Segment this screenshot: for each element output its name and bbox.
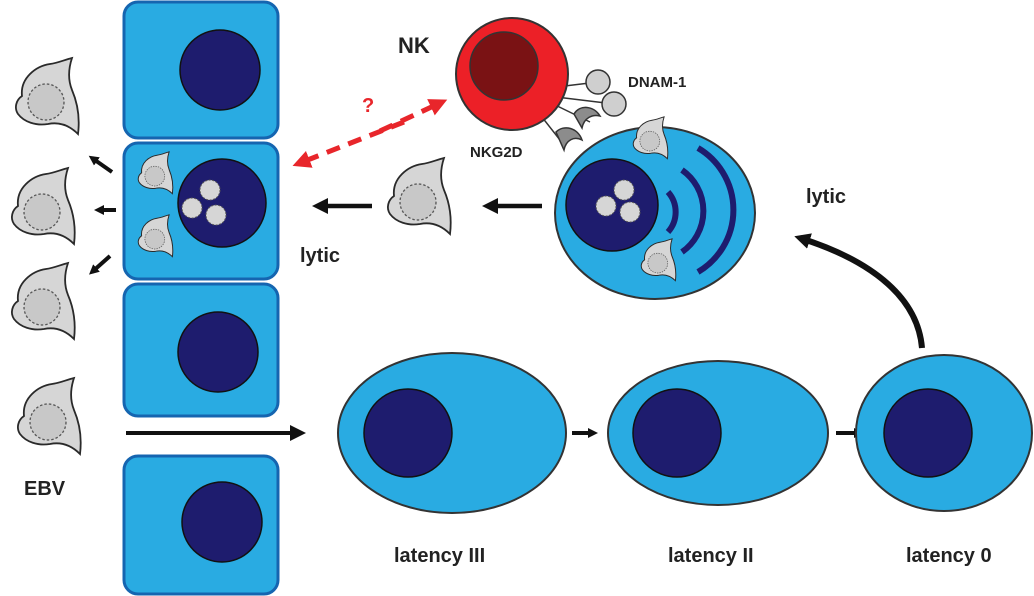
epithelial-cell-lytic: [122, 141, 280, 281]
nkg2d-label: NKG2D: [470, 144, 523, 161]
lytic-label-left: lytic: [300, 245, 340, 267]
b-cell-latency-iii: [337, 352, 567, 514]
ebv-virion-icon: [17, 377, 82, 455]
ebv-virion-icon: [11, 167, 76, 245]
nk-recognition-arrow: [378, 99, 448, 134]
nk-label: NK: [398, 33, 430, 58]
question-mark-label: ?: [362, 95, 374, 117]
latency-ii-label: latency II: [668, 545, 754, 567]
nk-cell-icon: [455, 17, 627, 153]
epithelial-cell-stack: [122, 0, 280, 596]
latency-iii-label: latency III: [394, 545, 485, 567]
dnam1-label: DNAM-1: [628, 74, 686, 91]
b-cell-latency-0: [855, 354, 1033, 512]
ebv-virion-icon: [11, 262, 76, 340]
release-arrow: [89, 254, 112, 275]
epithelial-cell-icon: [122, 454, 280, 596]
signal-waves-icon: [665, 145, 737, 275]
ebv-label: EBV: [24, 478, 66, 500]
reactivation-arrow: [794, 233, 925, 349]
ebv-virion-icon: [15, 57, 80, 135]
ebv-virion-icon: [387, 157, 452, 235]
b-cell-lytic: [554, 116, 756, 300]
release-arrow: [88, 155, 114, 174]
nk-recognition-arrow: [292, 119, 405, 168]
latency-0-label: latency 0: [906, 545, 992, 567]
epithelial-cell-icon: [122, 0, 280, 140]
lytic-label-right: lytic: [806, 186, 846, 208]
epithelial-cell-icon: [122, 282, 280, 418]
b-cell-latency-ii: [607, 360, 829, 506]
